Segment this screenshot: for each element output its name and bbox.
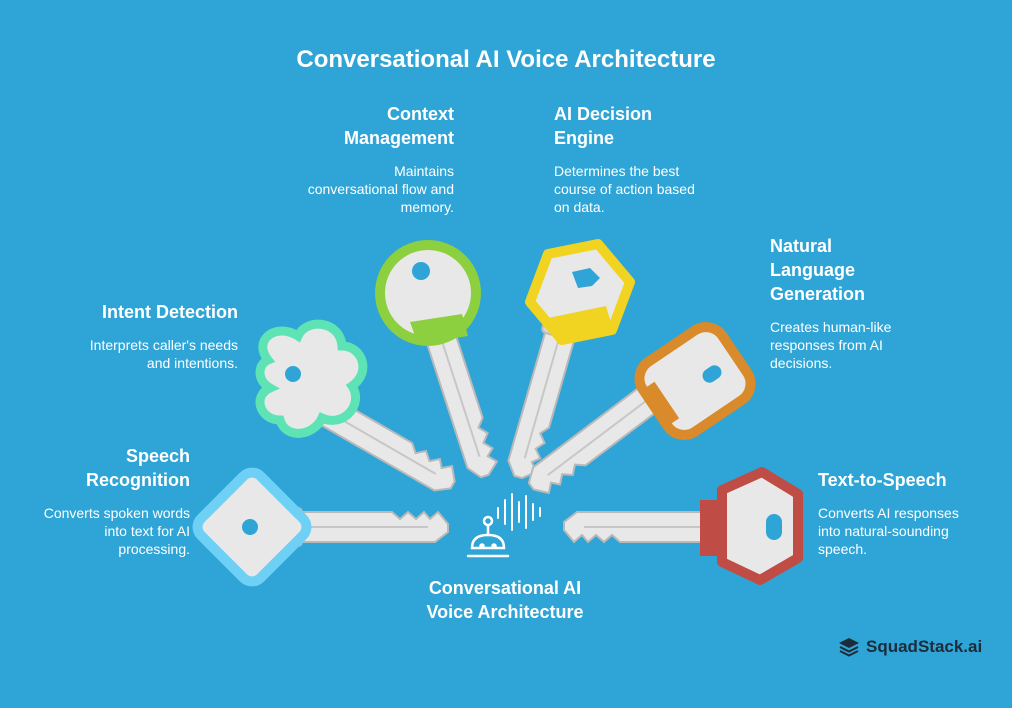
stage-description: Converts AI responses into natural-sound…	[818, 505, 959, 557]
key-tts	[563, 467, 803, 585]
stage-title: Intent Detection	[101, 302, 238, 322]
stage-description: Converts spoken words into text for AI p…	[43, 505, 190, 557]
label-nlg: Natural Language Generation Creates huma…	[770, 234, 970, 372]
page-title: Conversational AI Voice Architecture	[296, 46, 716, 73]
label-speech-recognition: Speech Recognition Converts spoken words…	[0, 444, 190, 558]
brand-name: SquadStack.ai	[866, 637, 983, 656]
key-context-management	[375, 240, 505, 483]
rounded-rect-head	[634, 322, 756, 440]
key-intent-detection	[255, 319, 464, 502]
stage-description: Determines the best course of action bas…	[554, 163, 695, 215]
label-tts: Text-to-Speech Converts AI responses int…	[818, 468, 1012, 558]
hexagon-head	[525, 239, 635, 345]
layers-icon	[839, 638, 859, 657]
label-ai-decision-engine: AI Decision Engine Determines the best c…	[554, 102, 754, 216]
stage-description: Creates human-like responses from AI dec…	[770, 319, 892, 371]
label-intent-detection: Intent Detection Interprets caller's nee…	[38, 300, 238, 372]
robot-icon	[466, 515, 510, 558]
hex-head	[700, 467, 803, 585]
circle-head	[375, 240, 481, 346]
key-nlg	[519, 322, 756, 504]
stage-title: Context Management	[343, 104, 454, 148]
stage-title: Speech Recognition	[86, 446, 190, 490]
cloud-head	[255, 319, 368, 438]
stage-title: AI Decision Engine	[554, 104, 653, 148]
key-speech-recognition	[192, 467, 449, 587]
stage-title: Text-to-Speech	[818, 470, 947, 490]
stage-description: Interprets caller's needs and intentions…	[89, 337, 238, 371]
sound-wave-icon	[497, 493, 541, 531]
brand-logo: SquadStack.ai	[838, 637, 982, 657]
key-ai-decision-engine	[499, 239, 635, 484]
stage-description: Maintains conversational flow and memory…	[307, 163, 454, 215]
stage-title: Natural Language Generation	[770, 236, 866, 304]
center-label: Conversational AI Voice Architecture	[426, 578, 584, 622]
label-context-management: Context Management Maintains conversatio…	[254, 102, 454, 216]
